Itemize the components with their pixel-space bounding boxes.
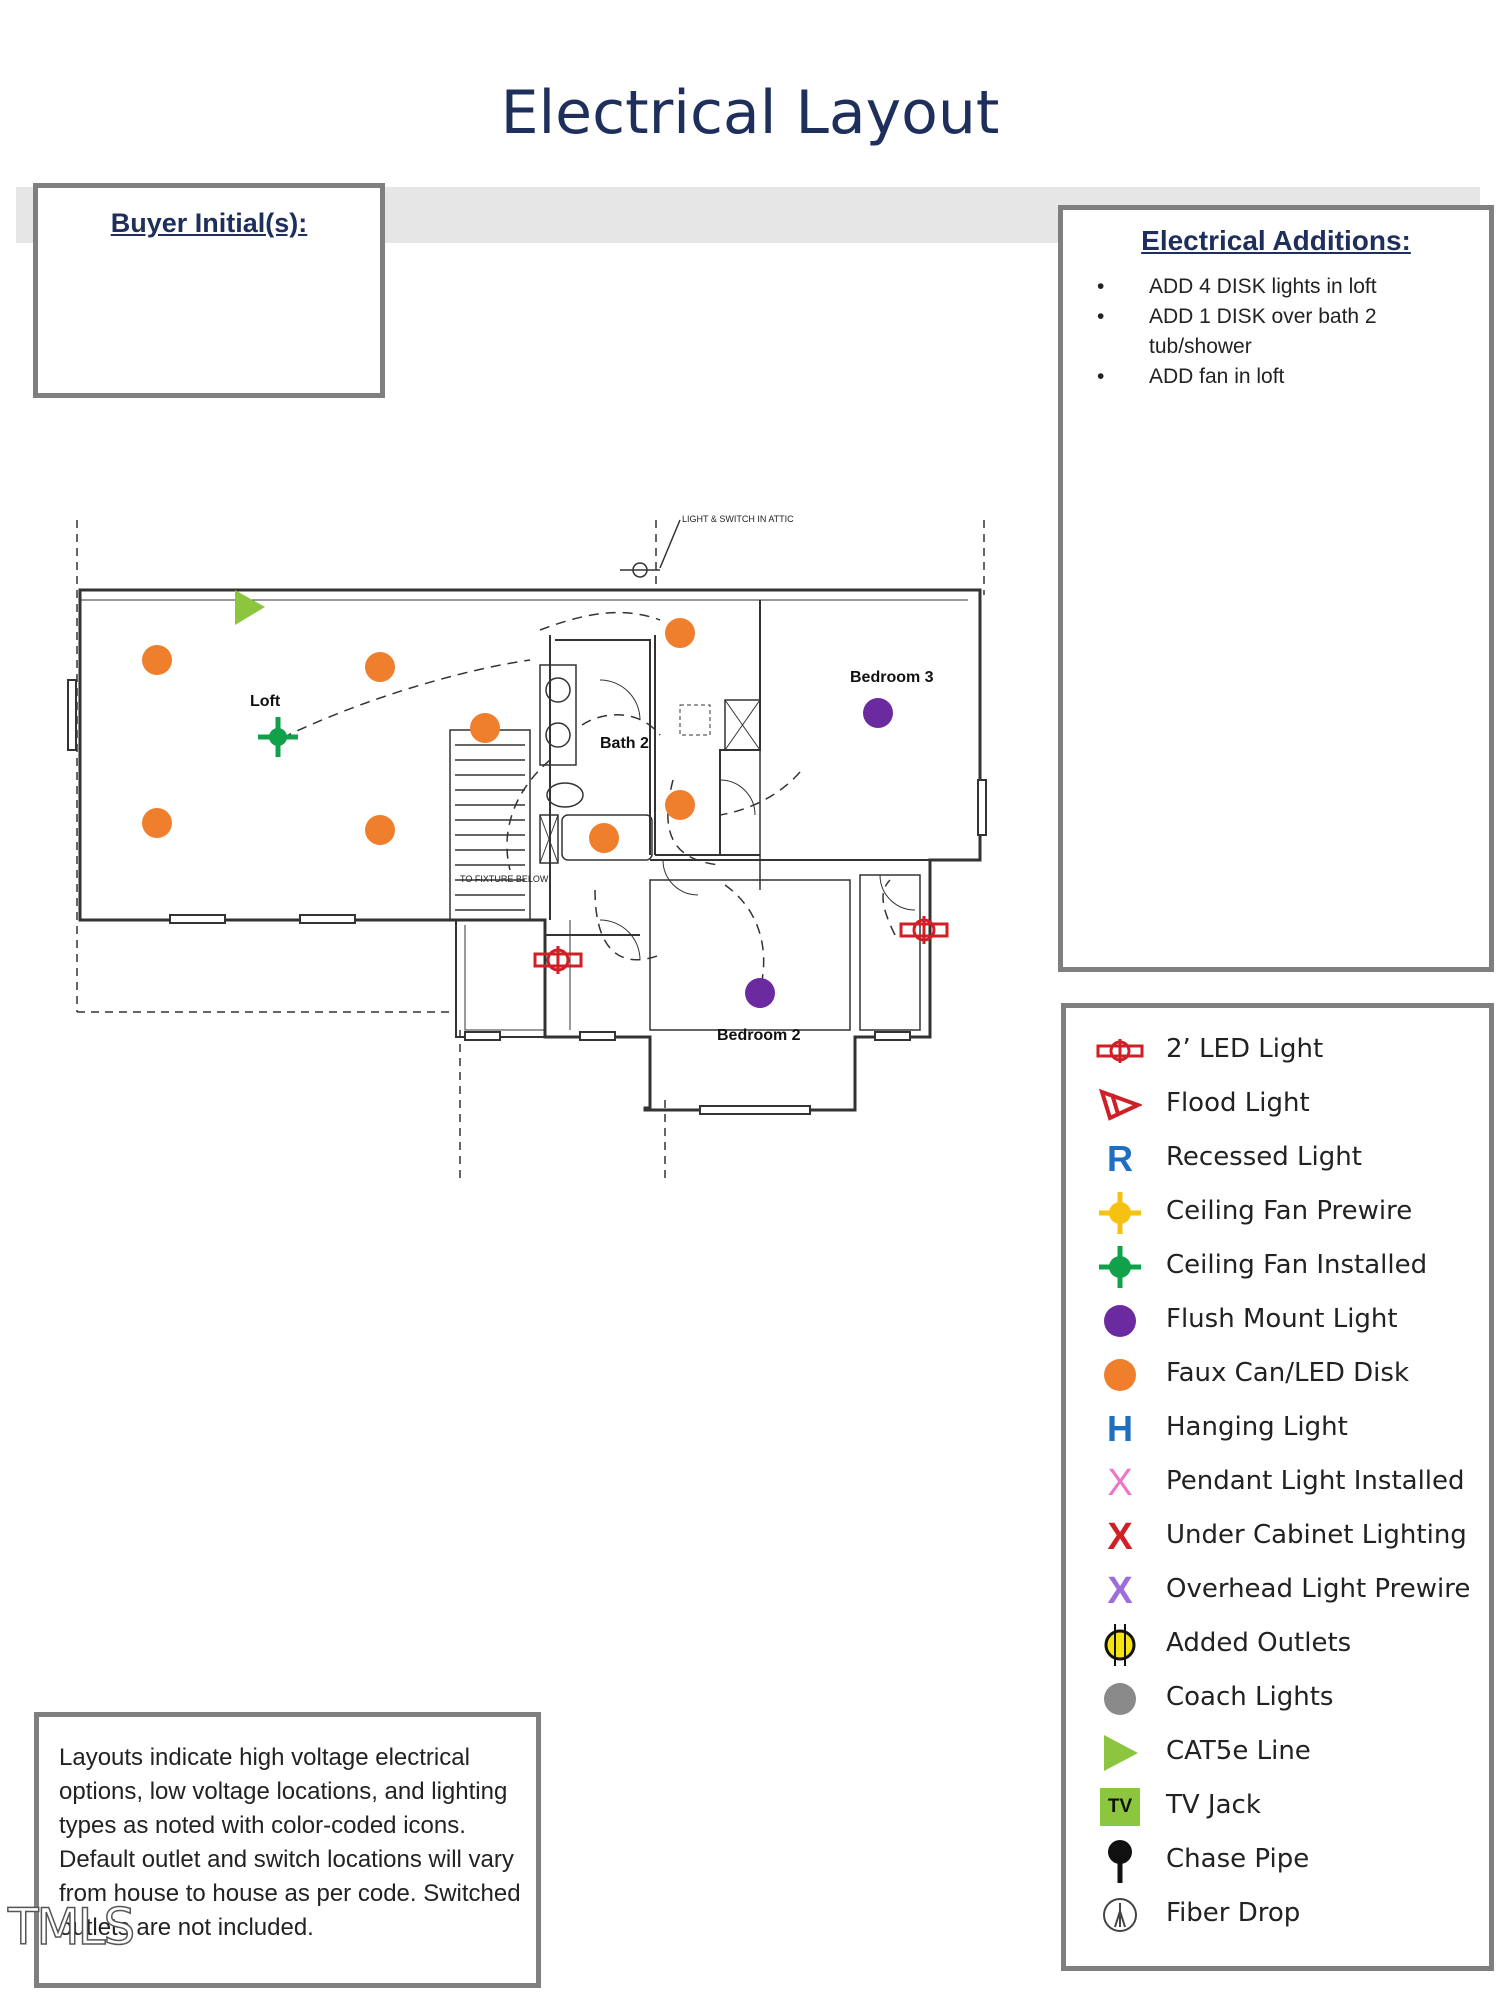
- flood-light-icon: [1096, 1083, 1144, 1127]
- ceiling-fan-prewire-icon: [1096, 1191, 1144, 1235]
- electrical-additions-box: Electrical Additions: ADD 4 DISK lights …: [1058, 205, 1494, 972]
- led-disk-icon: [470, 713, 500, 743]
- tv-jack-icon: TV: [1096, 1785, 1144, 1829]
- additions-list: ADD 4 DISK lights in loft ADD 1 DISK ove…: [1093, 272, 1489, 392]
- electrical-additions-title: Electrical Additions:: [1141, 225, 1411, 256]
- legend-row: Chase Pipe: [1066, 1834, 1489, 1888]
- flush-mount-icon: [863, 698, 893, 728]
- room-label-bedroom3: Bedroom 3: [850, 669, 934, 686]
- legend-label: Under Cabinet Lighting: [1166, 1520, 1467, 1550]
- flush-mount-icon: [1096, 1299, 1144, 1343]
- legend-row: Added Outlets: [1066, 1618, 1489, 1672]
- legend-label: 2’ LED Light: [1166, 1034, 1324, 1064]
- led-disk-icon: [665, 790, 695, 820]
- legend-row: X Overhead Light Prewire: [1066, 1564, 1489, 1618]
- legend-label: Flood Light: [1166, 1088, 1310, 1118]
- disclaimer-box: Layouts indicate high voltage electrical…: [34, 1712, 541, 1988]
- led-2ft-icon: [899, 916, 949, 944]
- legend-row: 2’ LED Light: [1066, 1024, 1489, 1078]
- disclaimer-text: Layouts indicate high voltage electrical…: [59, 1744, 521, 1941]
- legend-row: Faux Can/LED Disk: [1066, 1348, 1489, 1402]
- attic-note: LIGHT & SWITCH IN ATTIC: [682, 514, 794, 524]
- led-disk-icon: [365, 652, 395, 682]
- watermark: TMLS: [7, 1897, 136, 1957]
- fixture-below-note: TO FIXTURE BELOW: [460, 874, 549, 884]
- legend-label: Hanging Light: [1166, 1412, 1348, 1442]
- legend-row: X Under Cabinet Lighting: [1066, 1510, 1489, 1564]
- legend-label: Recessed Light: [1166, 1142, 1362, 1172]
- pendant-light-icon: X: [1107, 1461, 1133, 1504]
- room-label-bath2: Bath 2: [600, 735, 649, 752]
- room-label-loft: Loft: [250, 693, 281, 710]
- legend-row: CAT5e Line: [1066, 1726, 1489, 1780]
- hanging-light-icon: H: [1107, 1408, 1133, 1449]
- legend-label: CAT5e Line: [1166, 1736, 1311, 1766]
- legend-row: Flush Mount Light: [1066, 1294, 1489, 1348]
- led-disk-icon: [365, 815, 395, 845]
- led-disk-icon: [589, 823, 619, 853]
- legend-label: Pendant Light Installed: [1166, 1466, 1465, 1496]
- recessed-light-icon: R: [1107, 1138, 1133, 1179]
- legend-label: Ceiling Fan Installed: [1166, 1250, 1428, 1280]
- coach-light-icon: [1096, 1677, 1144, 1721]
- legend-label: Fiber Drop: [1166, 1898, 1301, 1928]
- under-cabinet-icon: X: [1107, 1515, 1133, 1558]
- buyer-initials-box[interactable]: Buyer Initial(s):: [33, 183, 385, 398]
- led-disk-icon: [142, 645, 172, 675]
- legend-label: Flush Mount Light: [1166, 1304, 1398, 1334]
- legend-box: 2’ LED Light Flood Light R Recessed Ligh…: [1061, 1003, 1494, 1971]
- legend-label: Added Outlets: [1166, 1628, 1352, 1658]
- legend-label: Ceiling Fan Prewire: [1166, 1196, 1413, 1226]
- legend-label: TV Jack: [1166, 1790, 1261, 1820]
- legend-row: X Pendant Light Installed: [1066, 1456, 1489, 1510]
- fiber-drop-icon: [1096, 1893, 1144, 1937]
- legend-label: Faux Can/LED Disk: [1166, 1358, 1410, 1388]
- led-disk-icon: [665, 618, 695, 648]
- legend-label: Overhead Light Prewire: [1166, 1574, 1471, 1604]
- legend-row: TV TV Jack: [1066, 1780, 1489, 1834]
- cat5e-icon: [1096, 1731, 1144, 1775]
- buyer-initials-title: Buyer Initial(s):: [110, 208, 308, 238]
- legend-label: Chase Pipe: [1166, 1844, 1310, 1874]
- cat5e-icon: [235, 590, 265, 625]
- led-2ft-icon: [533, 946, 583, 974]
- legend-row: Flood Light: [1066, 1078, 1489, 1132]
- led-disk-icon: [142, 808, 172, 838]
- flush-mount-icon: [745, 978, 775, 1008]
- led-disk-icon: [1096, 1353, 1144, 1397]
- addition-item: ADD 1 DISK over bath 2 tub/shower: [1093, 302, 1469, 362]
- legend-row: Ceiling Fan Prewire: [1066, 1186, 1489, 1240]
- legend-row: Ceiling Fan Installed: [1066, 1240, 1489, 1294]
- overhead-prewire-icon: X: [1107, 1569, 1133, 1612]
- legend-row: R Recessed Light: [1066, 1132, 1489, 1186]
- legend-label: Coach Lights: [1166, 1682, 1334, 1712]
- legend-row: H Hanging Light: [1066, 1402, 1489, 1456]
- outlet-icon: [1096, 1623, 1144, 1667]
- legend-row: Coach Lights: [1066, 1672, 1489, 1726]
- chase-pipe-icon: [1096, 1839, 1144, 1883]
- room-label-bedroom2: Bedroom 2: [717, 1027, 801, 1044]
- ceiling-fan-installed-icon: [1096, 1245, 1144, 1289]
- legend-row: Fiber Drop: [1066, 1888, 1489, 1942]
- led-2ft-icon: [1096, 1029, 1144, 1073]
- addition-item: ADD fan in loft: [1093, 362, 1469, 392]
- page-title: Electrical Layout: [500, 78, 1000, 148]
- floor-plan: LIGHT & SWITCH IN ATTIC TO FIXTURE BELOW…: [67, 514, 987, 1178]
- ceiling-fan-installed-icon: [258, 717, 298, 757]
- addition-item: ADD 4 DISK lights in loft: [1093, 272, 1469, 302]
